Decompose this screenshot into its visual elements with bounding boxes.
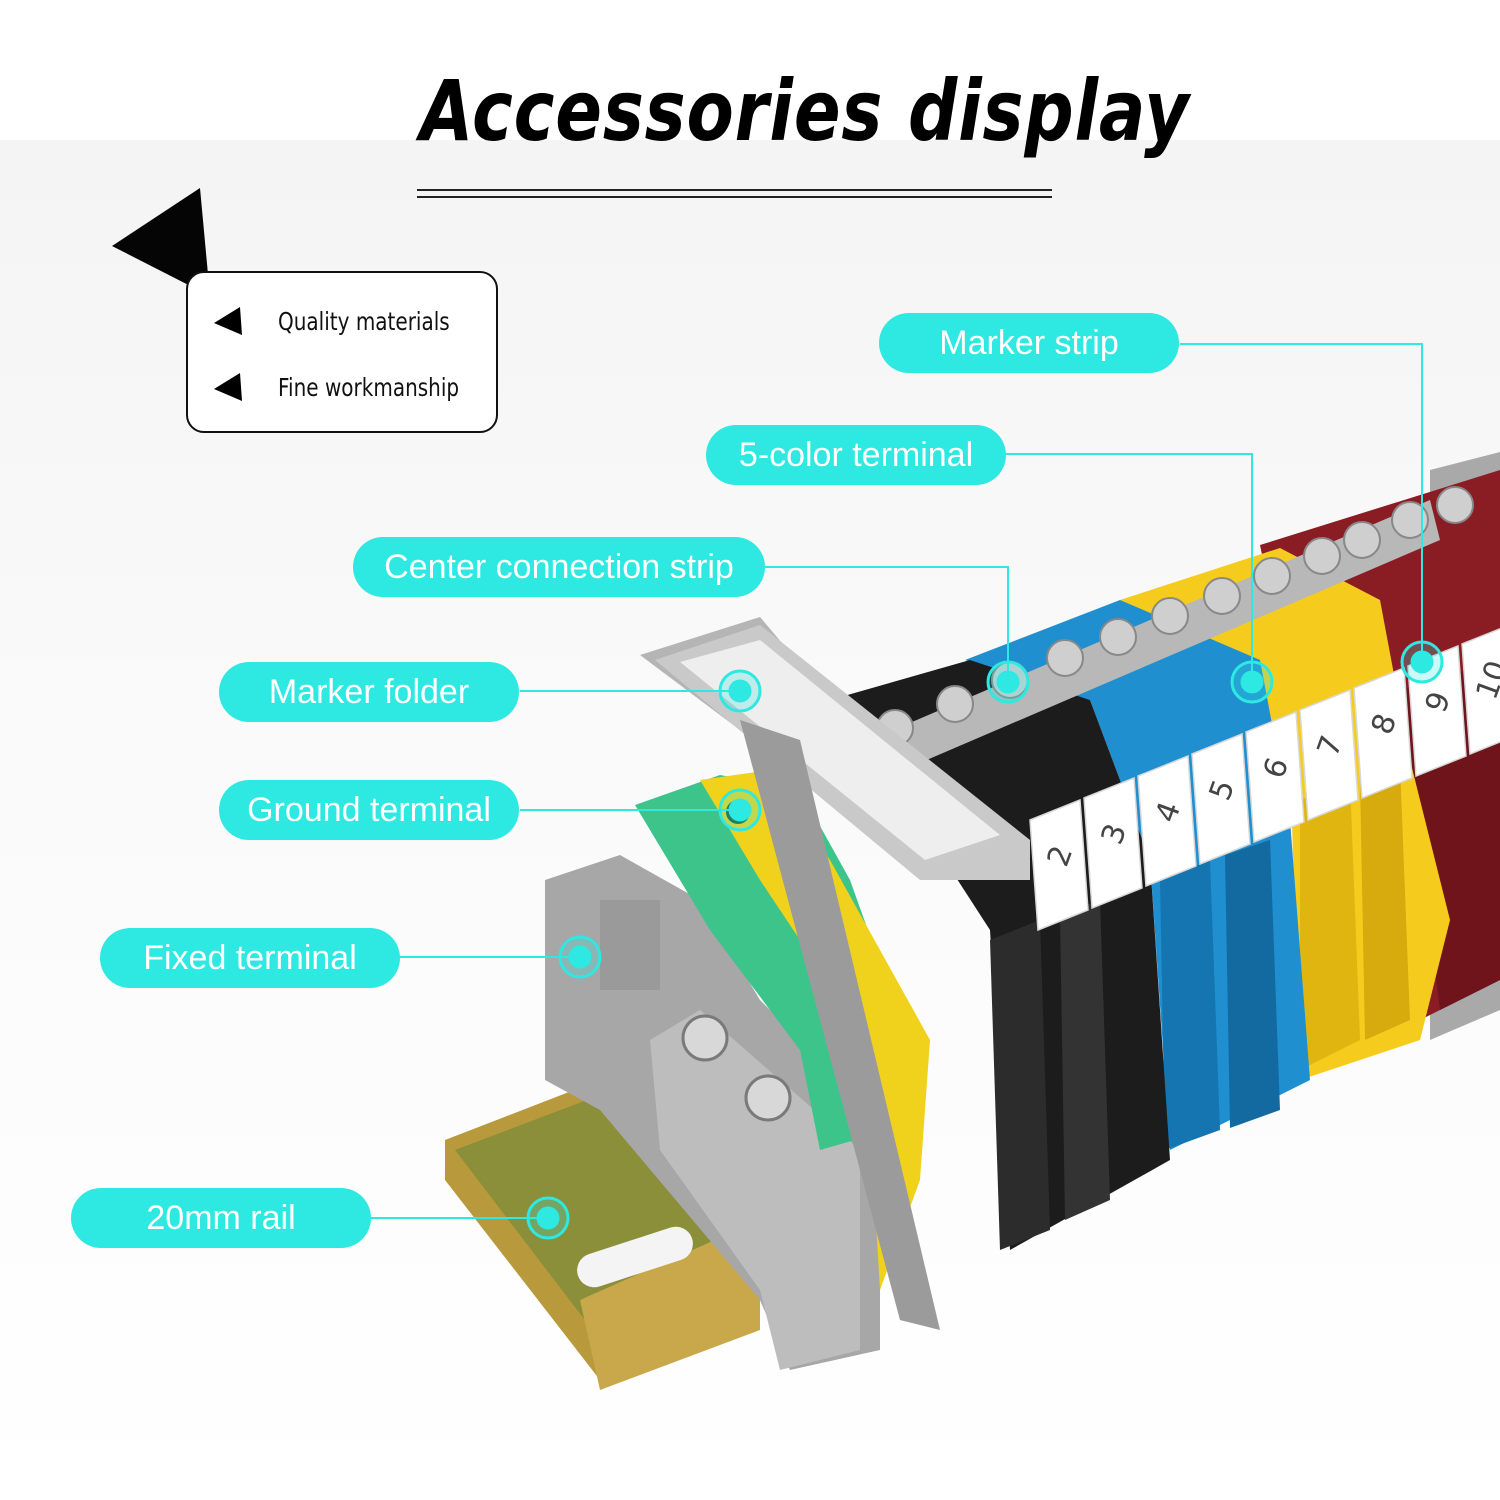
callout-five-color-terminal: 5-color terminal <box>706 425 1006 485</box>
marker-tag: 3 <box>1083 776 1143 910</box>
feature-label: Fine workmanship <box>278 372 460 402</box>
center-connection-strip <box>870 486 1474 780</box>
feature-item: Quality materials <box>210 301 493 341</box>
marker-tag: 7 <box>1299 688 1359 822</box>
callout-center-connection-strip: Center connection strip <box>353 537 765 597</box>
small-triangle-icon <box>214 307 242 335</box>
marker-tag: 4 <box>1137 754 1197 888</box>
fixed-terminal <box>545 855 880 1370</box>
leader-marker-strip <box>1180 343 1423 660</box>
callout-ground-terminal: Ground terminal <box>219 780 519 840</box>
callout-20mm-rail: 20mm rail <box>71 1188 371 1248</box>
callout-fixed-terminal: Fixed terminal <box>100 928 400 988</box>
callout-targets <box>526 640 1444 1240</box>
feature-label: Quality materials <box>278 306 450 336</box>
marker-tag: 5 <box>1191 732 1251 866</box>
marker-tag: 10 <box>1461 627 1500 756</box>
marker-tag: 8 <box>1353 666 1413 800</box>
callout-marker-strip: Marker strip <box>879 313 1179 373</box>
marker-tag: 2 <box>1029 798 1089 932</box>
din-rail <box>445 1080 760 1390</box>
feature-item: Fine workmanship <box>210 367 504 407</box>
feature-box: Quality materials Fine workmanship <box>186 271 498 433</box>
leader-center-strip <box>765 566 1009 680</box>
big-triangle-icon <box>112 188 210 296</box>
marker-tag: 6 <box>1245 710 1305 844</box>
terminal-group-yellow <box>1120 548 1450 1080</box>
terminal-group-blue <box>965 600 1310 1150</box>
leader-five-color <box>1005 453 1253 680</box>
title-underline-2 <box>417 196 1052 198</box>
small-triangle-icon <box>214 373 242 401</box>
callout-marker-folder: Marker folder <box>219 662 519 722</box>
title-underline <box>417 189 1052 191</box>
